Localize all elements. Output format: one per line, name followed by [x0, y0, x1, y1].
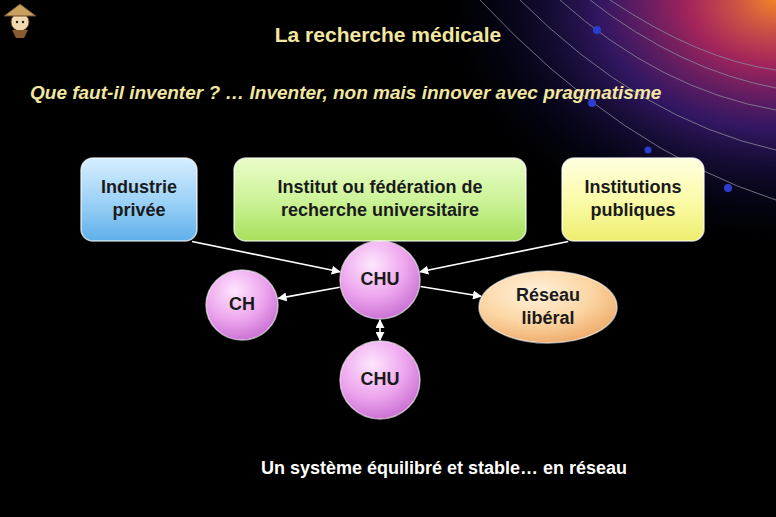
node-label: Institut ou fédération de recherche univ… — [245, 176, 515, 223]
slide-title: La recherche médicale — [0, 23, 776, 47]
node-shape — [478, 270, 618, 344]
node-shape — [561, 157, 705, 242]
institute-box: Institut ou fédération de recherche univ… — [233, 157, 527, 242]
node-shape — [233, 157, 527, 242]
hospital-circle: CHU — [339, 240, 421, 320]
connector-arrow — [420, 287, 481, 297]
actor-box: Institutions publiques — [561, 157, 705, 242]
hospital-circle: CHU — [339, 340, 421, 420]
node-label: Institutions publiques — [570, 176, 696, 223]
connector-arrow — [278, 287, 339, 298]
connector-arrow — [379, 320, 381, 340]
node-label: CHU — [361, 268, 400, 291]
node-label: Industrie privée — [89, 176, 189, 223]
slide-caption: Un système équilibré et stable… en résea… — [0, 458, 776, 479]
node-shape — [80, 157, 198, 242]
connector-arrow — [192, 242, 340, 272]
actor-box: Industrie privée — [80, 157, 198, 242]
subtitle-note: Que faut-il inventer ? … Inventer, non m… — [30, 82, 661, 104]
network-ellipse: Réseau libéral — [478, 270, 618, 344]
node-label: Réseau libéral — [498, 284, 598, 331]
node-label: CHU — [361, 368, 400, 391]
connector-arrow — [420, 242, 568, 272]
logo-figure — [4, 4, 36, 38]
hospital-circle: CH — [205, 269, 279, 341]
node-label: CH — [229, 293, 255, 316]
